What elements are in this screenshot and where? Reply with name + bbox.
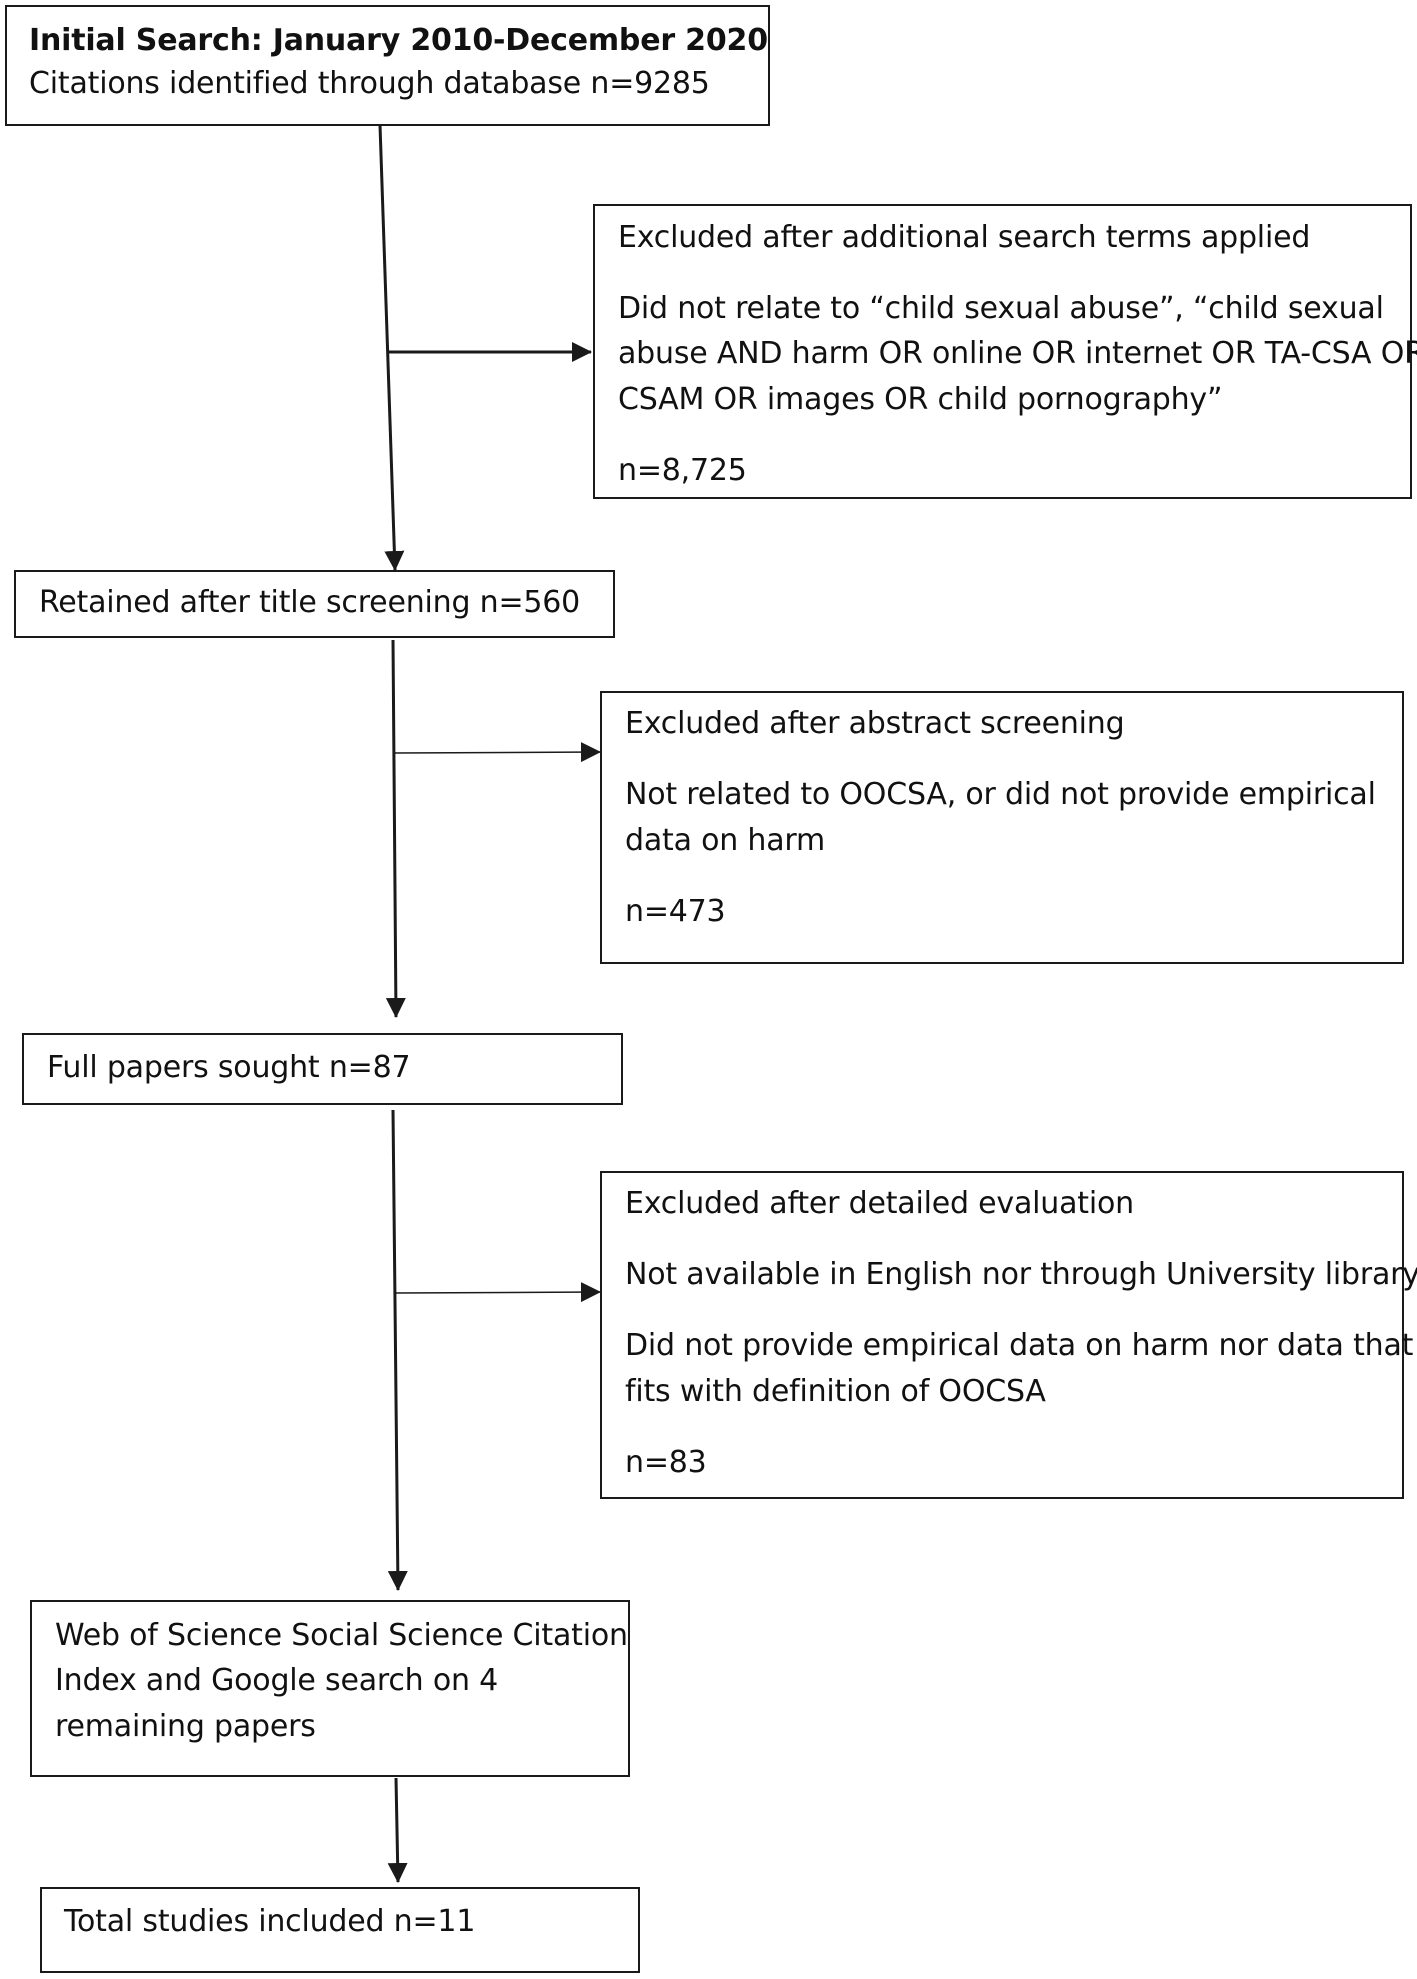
full-papers-text: Full papers sought n=87: [47, 1050, 411, 1085]
arrow-retained-to-fullpapers: [385, 639, 406, 1018]
excluded-abstract-count: n=473: [625, 894, 726, 929]
initial-search-title: Initial Search: January 2010-December 20…: [29, 23, 768, 58]
excluded-abstract-reason-2: data on harm: [625, 823, 826, 858]
retained-title-text: Retained after title screening n=560: [39, 585, 581, 620]
excluded-search-terms-count: n=8,725: [618, 453, 747, 488]
excluded-detailed-reason-2: Did not provide empirical data on harm n…: [625, 1328, 1414, 1363]
arrow-to-excluded-detailed: [394, 1282, 601, 1303]
web-of-science-text-1: Web of Science Social Science Citation: [55, 1618, 628, 1653]
initial-search-box: Initial Search: January 2010-December 20…: [5, 5, 770, 126]
excluded-detailed-reason-3: fits with definition of OOCSA: [625, 1374, 1046, 1409]
total-included-text: Total studies included n=11: [64, 1904, 476, 1939]
full-papers-box: Full papers sought n=87: [22, 1033, 623, 1105]
web-of-science-text-3: remaining papers: [55, 1709, 316, 1744]
excluded-abstract-reason-1: Not related to OOCSA, or did not provide…: [625, 777, 1376, 812]
initial-search-citations: Citations identified through database n=…: [29, 66, 710, 101]
excluded-detailed-reason-1: Not available in English nor through Uni…: [625, 1257, 1417, 1292]
arrow-fullpapers-to-wos: [387, 1109, 408, 1591]
excluded-detailed-title: Excluded after detailed evaluation: [625, 1186, 1134, 1221]
excluded-abstract-title: Excluded after abstract screening: [625, 706, 1125, 741]
excluded-search-terms-reason-1: Did not relate to “child sexual abuse”, …: [618, 291, 1384, 326]
excluded-search-terms-box: Excluded after additional search terms a…: [593, 204, 1417, 499]
arrow-to-excluded-abstract: [394, 742, 601, 763]
retained-title-box: Retained after title screening n=560: [14, 570, 615, 638]
excluded-detailed-count: n=83: [625, 1445, 707, 1480]
arrow-initial-to-retained: [378, 124, 405, 571]
excluded-search-terms-reason-3: CSAM OR images OR child pornography”: [618, 382, 1223, 417]
web-of-science-text-2: Index and Google search on 4: [55, 1663, 499, 1698]
excluded-search-terms-title: Excluded after additional search terms a…: [618, 220, 1311, 255]
total-included-box: Total studies included n=11: [40, 1887, 640, 1973]
arrow-wos-to-total: [387, 1777, 408, 1883]
web-of-science-box: Web of Science Social Science Citation I…: [30, 1600, 630, 1777]
excluded-search-terms-reason-2: abuse AND harm OR online OR internet OR …: [618, 336, 1417, 371]
excluded-abstract-box: Excluded after abstract screening Not re…: [600, 691, 1404, 964]
excluded-detailed-box: Excluded after detailed evaluation Not a…: [600, 1171, 1417, 1499]
